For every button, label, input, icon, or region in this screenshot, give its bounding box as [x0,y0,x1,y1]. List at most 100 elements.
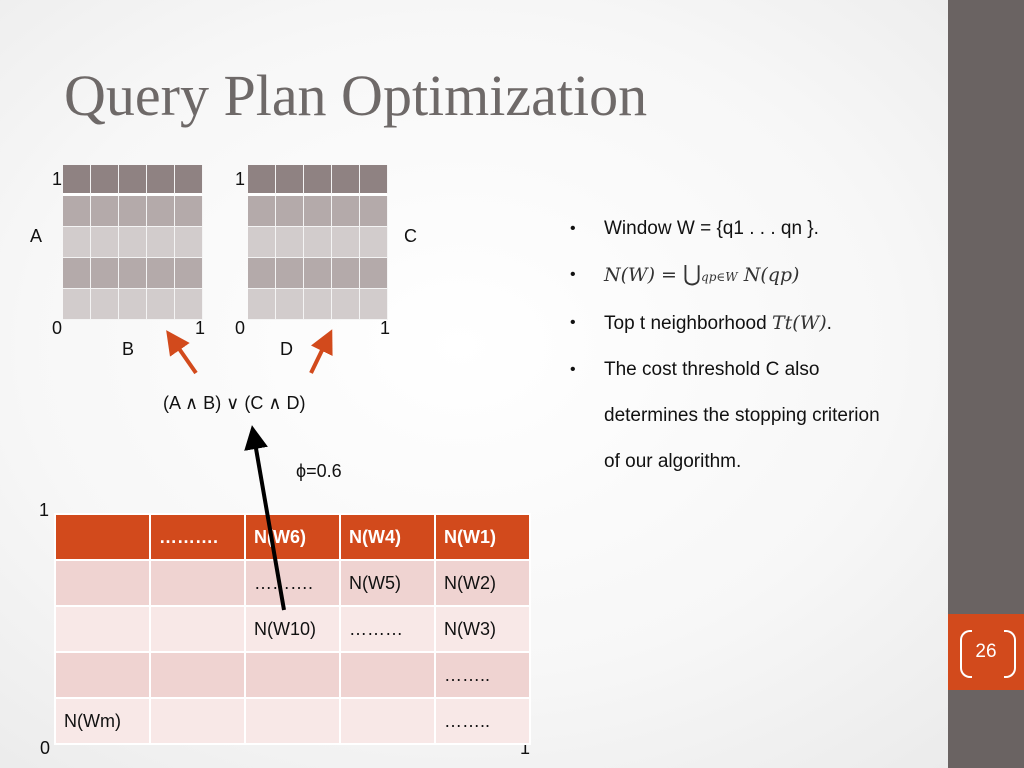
top-t-argument: (W) [792,312,827,334]
formula-lhs: N(W) [604,264,655,286]
grid-cell [276,196,304,227]
table-cell: …….. [434,697,531,745]
grid-cell [147,289,175,320]
grid-cell [63,258,91,289]
grid-a-bottom-label: B [122,339,135,359]
bullet-window: • Window W = {q1 . . . qn }. [570,206,900,252]
table-cell: ………. [149,513,246,561]
bullet-marker: • [570,266,576,283]
grid-cell [248,289,276,320]
grid-cell [304,196,332,227]
grid-cell [91,227,119,258]
right-brace-decoration [1004,630,1016,678]
grid-cell [332,258,360,289]
grid-cell [147,227,175,258]
grid-cell [276,289,304,320]
grid-cell [332,196,360,227]
grid-cell [63,227,91,258]
table-cell [54,559,151,607]
grid-cell [304,165,332,196]
grid-cell [147,196,175,227]
table-row: N(Wm) …….. [54,697,531,745]
table-cell [149,697,246,745]
bullet-formula: • N(W) = ⋃qp∈W N(qp) [570,252,900,300]
grid-cell [332,165,360,196]
grid-cell [119,289,147,320]
grid-cell [119,196,147,227]
arrow-to-grid-ab [166,330,198,375]
table-row: N(W10) ……… N(W3) [54,605,531,653]
top-t-period: . [826,313,832,334]
table-row: ………. N(W6) N(W4) N(W1) [54,513,531,561]
table-cell: N(W6) [244,513,341,561]
grid-cell [276,258,304,289]
grid-cell [175,196,203,227]
grid-cell [175,258,203,289]
grid-c-right-label: 1 [380,318,391,338]
formula-union: ⋃ [683,262,702,287]
bullet-marker: • [570,314,576,331]
grid-cell [119,227,147,258]
table-cell [339,697,436,745]
bullet-window-text: Window W = {q1 . . . qn }. [604,218,819,239]
grid-c-side-label: C [404,226,417,246]
table-row: ………. N(W5) N(W2) [54,559,531,607]
grid-cell [360,196,388,227]
grid-cell [91,258,119,289]
page-number: 26 [975,641,997,662]
grid-cell [147,165,175,196]
formula-rhs: N(qp) [743,264,800,286]
bullet-marker: • [570,220,576,237]
bullet-threshold: • The cost threshold C also determines t… [570,347,900,485]
bullet-list: • Window W = {q1 . . . qn }. • N(W) = ⋃q… [570,206,900,485]
table-cell: N(W5) [339,559,436,607]
grid-cell [147,258,175,289]
bullet-threshold-text: The cost threshold C also determines the… [604,359,880,472]
table-origin-label: 0 [40,738,51,758]
grid-cell [91,196,119,227]
grid-cell [360,165,388,196]
table-cell [149,605,246,653]
formula-eq: = [661,264,677,286]
grid-cell [248,258,276,289]
grid-a-origin-label: 0 [52,318,63,338]
bullet-marker: • [570,361,576,378]
grid-cell [332,227,360,258]
table-cell: N(W4) [339,513,436,561]
neighborhood-formula: N(W) = ⋃qp∈W N(qp) [604,262,800,287]
grid-cell [276,227,304,258]
table-cell: N(W1) [434,513,531,561]
table-top-label: 1 [39,500,50,520]
table-cell [54,513,151,561]
grid-cell [175,165,203,196]
table-cell: N(Wm) [54,697,151,745]
top-t-subscript: t [784,312,793,334]
arrow-to-grid-cd [309,329,333,374]
grid-cell [63,196,91,227]
grid-cell [360,227,388,258]
grid-cell [91,165,119,196]
grid-cell [304,227,332,258]
grid-c-bottom-label: D [280,339,293,359]
table-cell: N(W10) [244,605,341,653]
grid-a-top-label: 1 [52,169,63,189]
grid-cell [175,227,203,258]
grid-cell [304,289,332,320]
grid-cell [175,289,203,320]
table-cell: N(W2) [434,559,531,607]
table-cell: …….. [434,651,531,699]
grid-cell [248,165,276,196]
slide-title: Query Plan Optimization [64,63,648,128]
left-brace-decoration [960,630,972,678]
table-cell [149,559,246,607]
grid-cell [332,289,360,320]
grid-c-origin-label: 0 [235,318,246,338]
grid-a-b [63,165,203,320]
bullet-top-t: • Top t neighborhood Tt(W). [570,300,900,347]
table-cell: ………. [244,559,341,607]
table-cell: N(W3) [434,605,531,653]
table-cell [54,651,151,699]
grid-c-top-label: 1 [235,169,246,189]
grid-cell [119,258,147,289]
